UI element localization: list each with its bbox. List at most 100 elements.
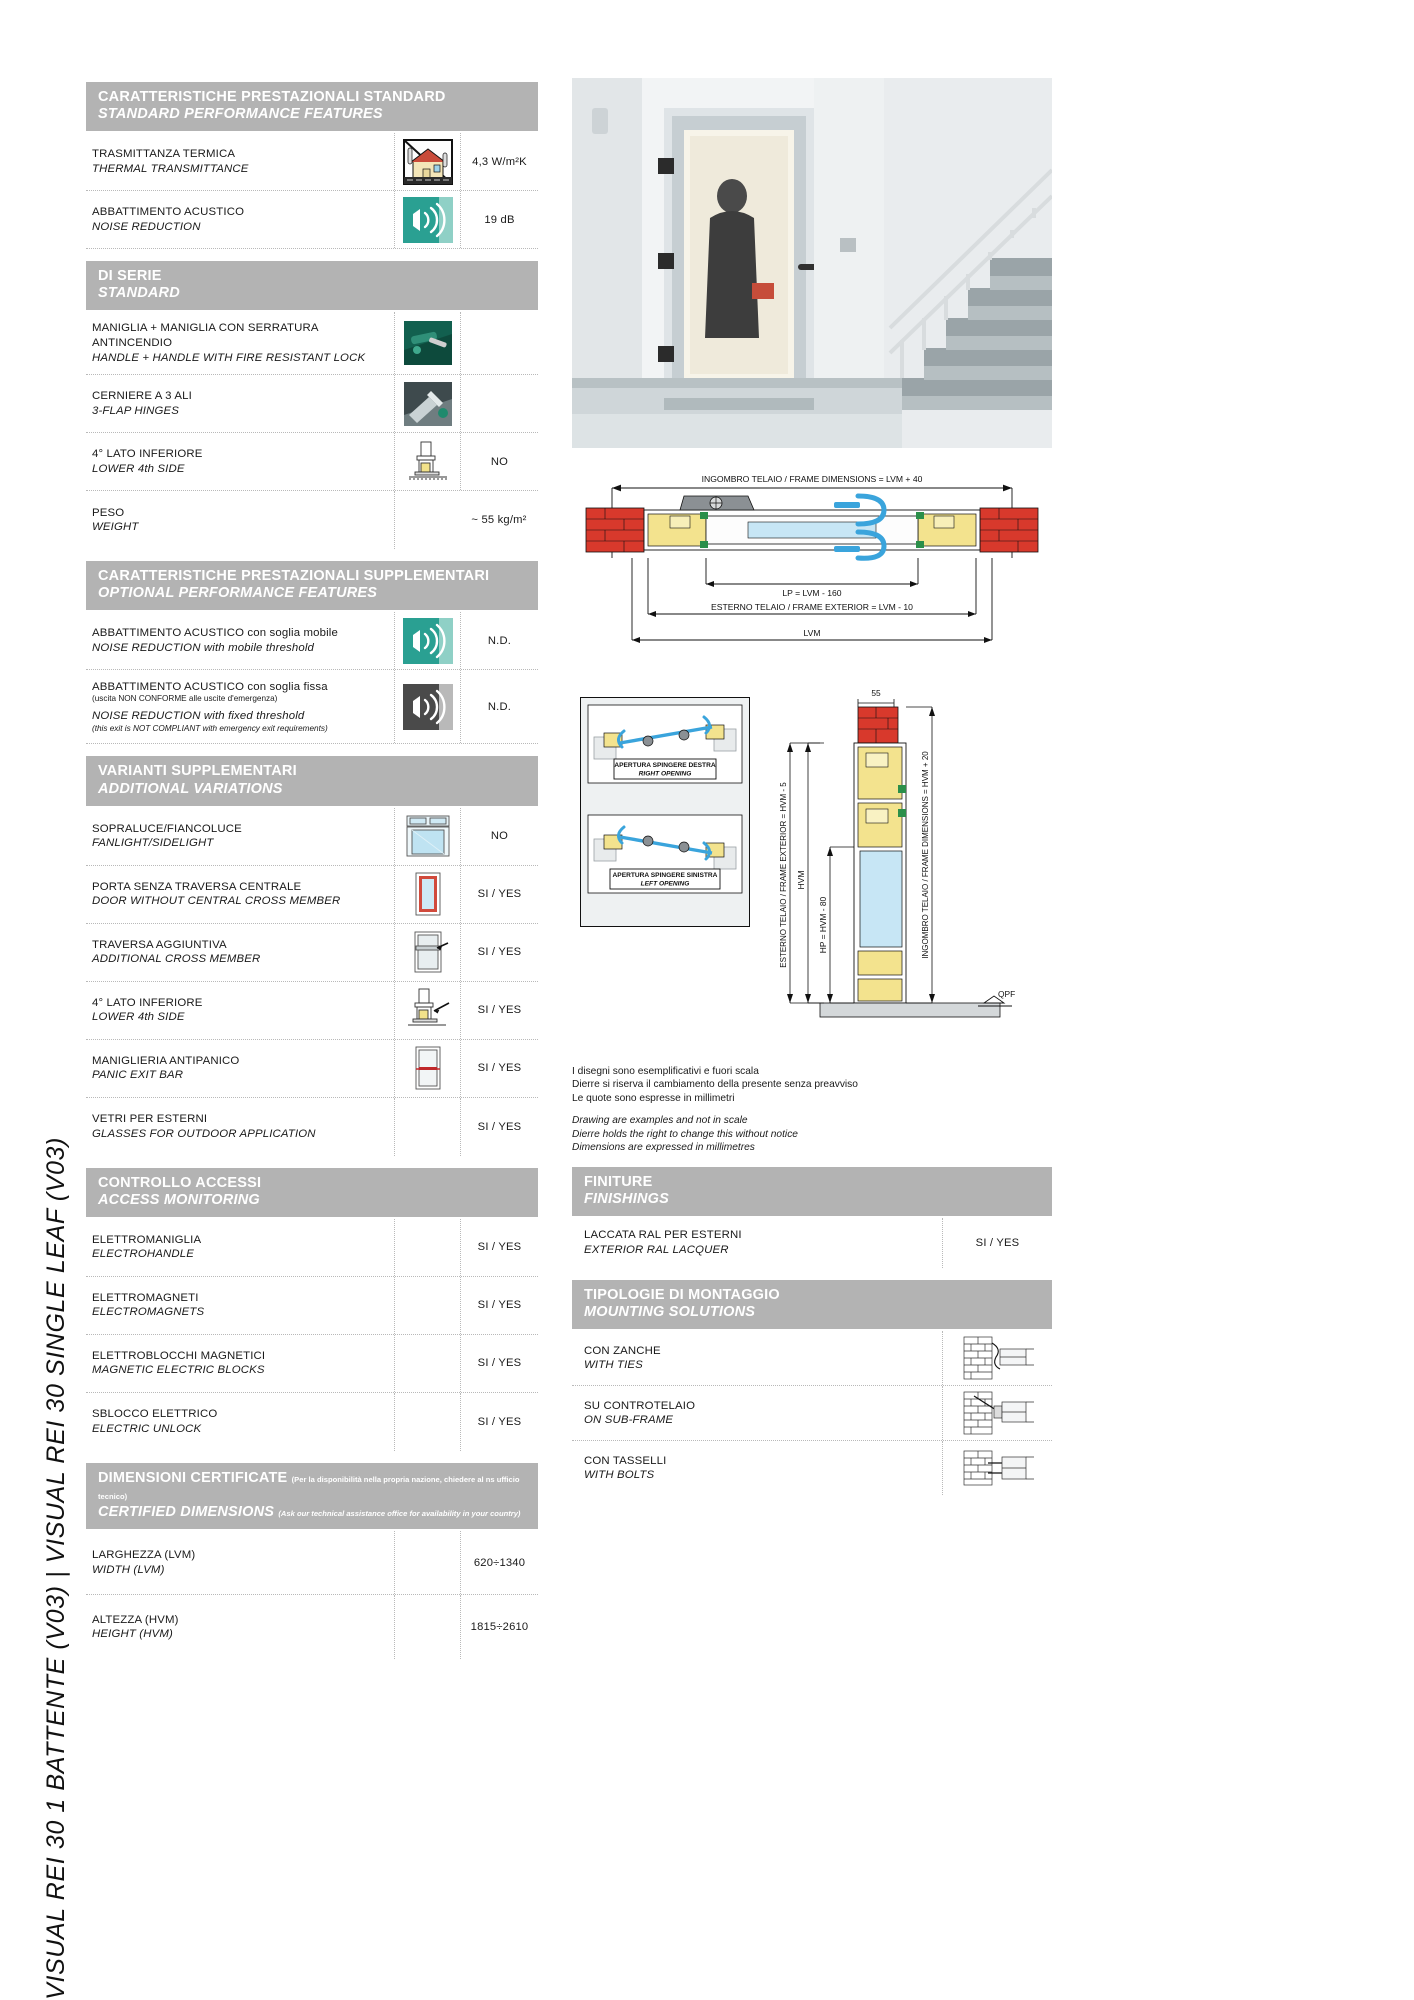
row-label: MANIGLIERIA ANTIPANICO PANIC EXIT BAR	[86, 1040, 394, 1097]
row-value: 620÷1340	[460, 1531, 538, 1595]
row-label: ABBATTIMENTO ACUSTICO con soglia fissa (…	[86, 670, 394, 743]
section-header-access-monitoring: CONTROLLO ACCESSI ACCESS MONITORING	[86, 1167, 538, 1217]
row-value: SI / YES	[942, 1217, 1052, 1268]
row-label-it: LARGHEZZA (LVM)	[92, 1549, 196, 1562]
row-label-it: CON ZANCHE	[584, 1344, 661, 1357]
row-label: ABBATTIMENTO ACUSTICO NOISE REDUCTION	[86, 191, 394, 248]
noise-reduction-icon	[394, 191, 460, 249]
hvm-dimension-label: HVM	[796, 870, 806, 889]
row-label: 4° LATO INFERIORE LOWER 4th SIDE	[86, 982, 394, 1039]
note-it-2: Dierre si riserva il cambiamento della p…	[572, 1079, 858, 1091]
section-title-en: ADDITIONAL VARIATIONS	[98, 780, 283, 797]
row-label-en: ADDITIONAL CROSS MEMBER	[92, 953, 261, 966]
row-label-it: ALTEZZA (HVM)	[92, 1613, 179, 1626]
door-no-crossmember-icon	[394, 865, 460, 923]
table-row: CON ZANCHE WITH TIES	[572, 1331, 1052, 1387]
row-label-en: NOISE REDUCTION	[92, 220, 201, 233]
row-label-en: THERMAL TRANSMITTANCE	[92, 162, 249, 175]
row-label: SBLOCCO ELETTRICO ELECTRIC UNLOCK	[86, 1393, 394, 1451]
row-label-it-main: ABBATTIMENTO ACUSTICO	[92, 680, 245, 693]
floor-level-label: QPF	[998, 989, 1015, 999]
empty-icon-cell	[394, 1097, 460, 1156]
row-label: LARGHEZZA (LVM) WIDTH (LVM)	[86, 1531, 394, 1594]
row-label-it: ABBATTIMENTO ACUSTICO con soglia mobile	[92, 626, 386, 641]
noise-reduction-icon	[394, 612, 460, 670]
table-row: CERNIERE A 3 ALI 3-FLAP HINGES	[86, 375, 538, 434]
vertical-section-drawing: 55	[762, 685, 1052, 1056]
row-label-it: ELETTROMAGNETI	[92, 1291, 199, 1304]
row-value: SI / YES	[460, 1218, 538, 1276]
row-label: SOPRALUCE/FIANCOLUCE FANLIGHT/SIDELIGHT	[86, 808, 394, 865]
row-label-en: EXTERIOR RAL LACQUER	[584, 1243, 729, 1256]
table-row: LACCATA RAL PER ESTERNI EXTERIOR RAL LAC…	[572, 1217, 1052, 1268]
row-label-it: CERNIERE A 3 ALI	[92, 390, 192, 403]
row-label-it: SOPRALUCE/FIANCOLUCE	[92, 822, 242, 835]
row-label-it: TRASMITTANZA TERMICA	[92, 148, 236, 161]
top-dimension-label: 55	[871, 688, 881, 698]
left-spec-column: CARATTERISTICHE PRESTAZIONALI STANDARD S…	[86, 82, 538, 1660]
row-label-en: NOISE REDUCTION with mobile threshold	[92, 641, 386, 656]
installed-door-photo	[572, 78, 1052, 448]
mounting-with-bolts-icon	[942, 1441, 1052, 1496]
section-title-it: CONTROLLO ACCESSI	[98, 1174, 262, 1191]
left-opening-label-en: LEFT OPENING	[641, 881, 690, 888]
table-row: SBLOCCO ELETTRICO ELECTRIC UNLOCK SI / Y…	[86, 1392, 538, 1451]
row-value: SI / YES	[460, 1276, 538, 1334]
row-value: SI / YES	[460, 1334, 538, 1392]
row-label: CON ZANCHE WITH TIES	[572, 1331, 942, 1385]
row-label-it: PORTA SENZA TRAVERSA CENTRALE	[92, 880, 302, 893]
opening-and-vertical-section-area: APERTURA SPINGERE DESTRA RIGHT OPENING	[572, 685, 1052, 1055]
section-header-finishings: FINITURE FINISHINGS	[572, 1166, 1052, 1216]
empty-icon-cell	[394, 1595, 460, 1660]
table-row: 4° LATO INFERIORE LOWER 4th SIDE N	[86, 433, 538, 492]
row-value: SI / YES	[460, 923, 538, 981]
row-label: ABBATTIMENTO ACUSTICO con soglia mobile …	[86, 612, 394, 669]
section-header-di-serie: DI SERIE STANDARD	[86, 261, 538, 311]
row-value: SI / YES	[460, 1392, 538, 1451]
section-title-it: CARATTERISTICHE PRESTAZIONALI SUPPLEMENT…	[98, 568, 490, 585]
section-title-en: CERTIFIED DIMENSIONS (Ask our technical …	[98, 1504, 526, 1521]
row-label-en: HEIGHT (HVM)	[92, 1628, 173, 1641]
row-label-en: ELECTROMAGNETS	[92, 1306, 205, 1319]
row-value	[460, 312, 538, 375]
row-label-it: ELETTROBLOCCHI MAGNETICI	[92, 1349, 266, 1362]
row-label-it-detail: con soglia fissa	[244, 680, 328, 693]
section-title-it: CARATTERISTICHE PRESTAZIONALI STANDARD	[98, 89, 446, 105]
row-value: N.D.	[460, 670, 538, 744]
row-label-en: WITH TIES	[584, 1359, 643, 1372]
row-label-en: HANDLE + HANDLE WITH FIRE RESISTANT LOCK	[92, 351, 366, 364]
table-row: LARGHEZZA (LVM) WIDTH (LVM) 620÷1340	[86, 1531, 538, 1596]
row-label-en: DOOR WITHOUT CENTRAL CROSS MEMBER	[92, 895, 341, 908]
row-label: PESO WEIGHT	[86, 491, 394, 549]
row-label-en: WITH BOLTS	[584, 1469, 655, 1482]
row-value: SI / YES	[460, 865, 538, 923]
row-label-it: MANIGLIA + MANIGLIA CON SERRATURA ANTINC…	[92, 322, 318, 350]
section-title-it-note: (Per la disponibilità nella propria nazi…	[98, 1474, 520, 1501]
section-title-it: DI SERIE	[98, 268, 162, 285]
row-value: 19 dB	[460, 191, 538, 249]
section-header-mounting-solutions: TIPOLOGIE DI MONTAGGIO MOUNTING SOLUTION…	[572, 1279, 1052, 1330]
section-title-en-note: (Ask our technical assistance office for…	[278, 1509, 521, 1519]
row-label: SU CONTROTELAIO ON SUB-FRAME	[572, 1386, 942, 1440]
row-label-en: MAGNETIC ELECTRIC BLOCKS	[92, 1364, 265, 1377]
empty-icon-cell	[394, 1276, 460, 1334]
row-label-en: PANIC EXIT BAR	[92, 1069, 184, 1082]
row-label-en: NOISE REDUCTION with fixed threshold	[92, 709, 386, 724]
table-row: VETRI PER ESTERNI GLASSES FOR OUTDOOR AP…	[86, 1097, 538, 1156]
table-row: 4° LATO INFERIORE LOWER 4th SIDE	[86, 981, 538, 1040]
section-title-it: FINITURE	[584, 1173, 653, 1190]
row-label: ELETTROMAGNETI ELECTROMAGNETS	[86, 1277, 394, 1334]
row-label-en-detail: with mobile threshold	[200, 641, 315, 654]
row-label-it: MANIGLIERIA ANTIPANICO	[92, 1054, 240, 1067]
row-label-en: 3-FLAP HINGES	[92, 404, 179, 417]
table-row: ELETTROBLOCCHI MAGNETICI MAGNETIC ELECTR…	[86, 1334, 538, 1393]
row-label: 4° LATO INFERIORE LOWER 4th SIDE	[86, 433, 394, 490]
row-label: TRAVERSA AGGIUNTIVA ADDITIONAL CROSS MEM…	[86, 924, 394, 981]
section-title-en: STANDARD	[98, 285, 180, 302]
table-row: ELETTROMAGNETI ELECTROMAGNETS SI / YES	[86, 1276, 538, 1335]
row-label-it: VETRI PER ESTERNI	[92, 1113, 208, 1126]
row-label-en-main: NOISE REDUCTION	[92, 710, 201, 723]
table-row: MANIGLIERIA ANTIPANICO PANIC EXIT BAR SI…	[86, 1039, 538, 1098]
row-label-it: TRAVERSA AGGIUNTIVA	[92, 938, 227, 951]
